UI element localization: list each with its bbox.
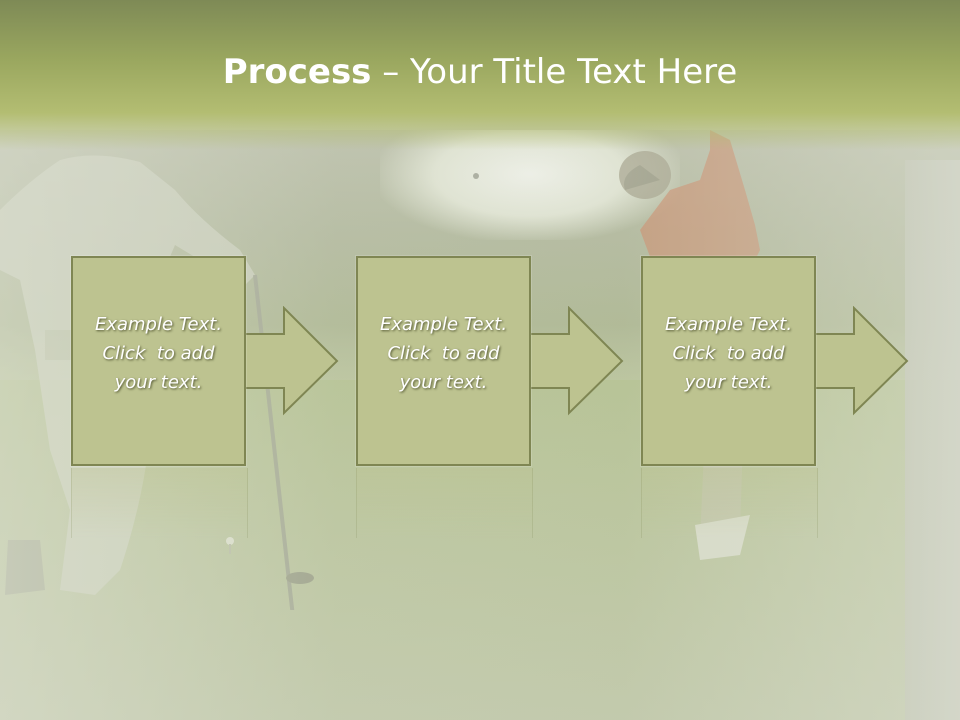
step-reflection (641, 468, 818, 538)
arrow-right-icon (526, 306, 624, 416)
step-text[interactable]: Example Text. Click to add your text. (77, 310, 240, 397)
title-rest: – Your Title Text Here (371, 52, 738, 92)
step-box[interactable] (641, 256, 816, 466)
step-reflection (356, 468, 533, 538)
step-reflection (71, 468, 248, 538)
step-text-line: Click to add (387, 343, 500, 364)
step-text-line: Example Text. (94, 314, 223, 335)
step-text-line: Click to add (672, 343, 785, 364)
process-step-3[interactable]: Example Text. Click to add your text. (641, 256, 909, 538)
step-box[interactable] (356, 256, 531, 466)
title-band (0, 0, 960, 150)
step-box[interactable] (71, 256, 246, 466)
process-step-1[interactable]: Example Text. Click to add your text. (71, 256, 339, 538)
step-text[interactable]: Example Text. Click to add your text. (647, 310, 810, 397)
arrow-right-icon (241, 306, 339, 416)
step-text-line: your text. (684, 372, 773, 393)
step-text-line: your text. (114, 372, 203, 393)
step-text[interactable]: Example Text. Click to add your text. (362, 310, 525, 397)
step-text-line: Example Text. (664, 314, 793, 335)
slide-title[interactable]: Process – Your Title Text Here (0, 52, 960, 92)
step-text-line: your text. (399, 372, 488, 393)
step-text-line: Click to add (102, 343, 215, 364)
title-bold: Process (222, 52, 372, 92)
step-text-line: Example Text. (379, 314, 508, 335)
arrow-right-icon (811, 306, 909, 416)
process-step-2[interactable]: Example Text. Click to add your text. (356, 256, 624, 538)
